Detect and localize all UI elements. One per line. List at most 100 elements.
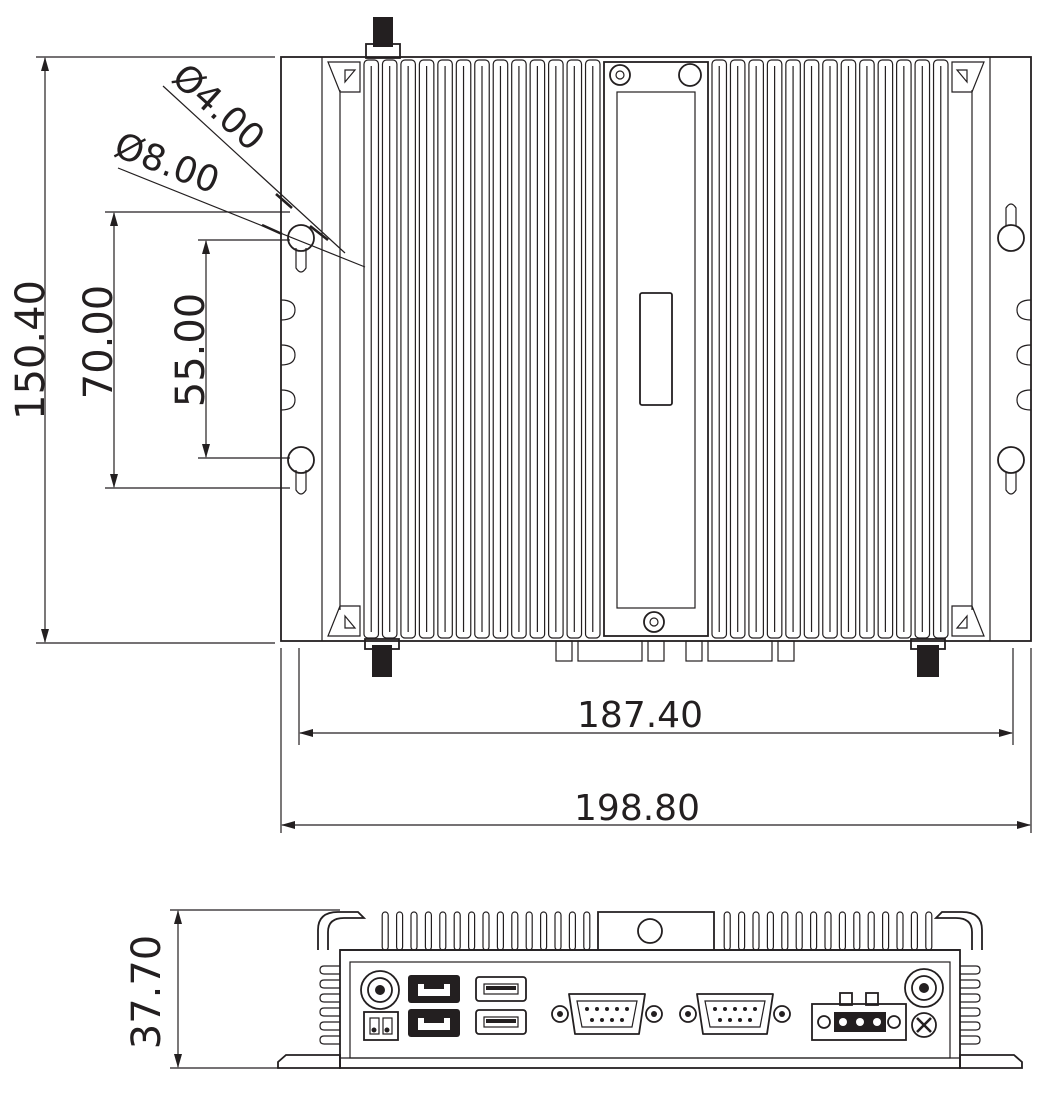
antenna-connector-top xyxy=(365,17,401,59)
usb-port-bottom-icon xyxy=(475,1009,527,1035)
front-top-fin xyxy=(824,911,832,951)
dim-width-total: 198.80 xyxy=(574,788,700,829)
front-top-fin xyxy=(781,911,789,951)
front-top-fin xyxy=(525,911,533,951)
lan-port-bottom-icon xyxy=(408,1009,460,1037)
dim-width-inner: 187.40 xyxy=(577,695,703,736)
heatsink-fin xyxy=(511,59,527,639)
lan-port-top-icon xyxy=(408,975,460,1003)
right-flange-notches xyxy=(1016,299,1032,411)
front-top-fin xyxy=(925,911,933,951)
front-top-fin xyxy=(482,911,490,951)
heatsink-fin xyxy=(363,59,380,639)
heatsink-fin xyxy=(896,59,912,639)
dim-hole-diameter-small: Ø4.00 xyxy=(164,56,272,159)
front-top-fin xyxy=(554,911,562,951)
corner-hook-right xyxy=(933,911,983,950)
screw-icon xyxy=(609,64,631,86)
heatsink-fin xyxy=(529,59,546,639)
front-fins-right xyxy=(960,965,981,1045)
front-top-fin xyxy=(381,911,389,951)
dim-height-total: 150.40 xyxy=(8,280,54,420)
front-top-fin xyxy=(867,911,875,951)
heatsink-fin xyxy=(859,59,875,639)
front-top-fin xyxy=(853,911,861,951)
com-port-2-icon xyxy=(679,993,791,1035)
front-top-fin xyxy=(737,911,746,951)
front-top-fin xyxy=(453,911,461,951)
antenna-connector-bottom-right xyxy=(910,638,946,677)
front-top-fin xyxy=(539,911,548,951)
dim-hole-diameter-large: Ø8.00 xyxy=(109,125,225,202)
antenna-connector-bottom-left xyxy=(364,638,400,677)
heatsink-fins-right xyxy=(711,59,949,639)
top-view xyxy=(280,17,1032,677)
heatsink-fin xyxy=(400,59,416,639)
power-terminal-block-icon xyxy=(811,992,907,1041)
front-top-fin xyxy=(496,911,504,951)
two-pin-connector-icon xyxy=(363,1011,399,1041)
front-top-fin xyxy=(468,911,476,951)
screw-hole-icon xyxy=(678,63,702,87)
heatsink-fin xyxy=(748,59,764,639)
left-flange-notches xyxy=(280,299,296,411)
front-top-fin xyxy=(396,911,404,951)
front-side-fin xyxy=(319,965,340,975)
front-side-fin xyxy=(960,1021,981,1031)
antenna-connector-right-icon xyxy=(904,968,944,1008)
heatsink-fin xyxy=(437,59,453,639)
front-top-fin xyxy=(896,911,904,951)
heatsink-fin xyxy=(822,59,838,639)
front-fins-left xyxy=(319,965,340,1045)
front-top-fin xyxy=(881,911,890,951)
top-view-outline xyxy=(280,56,1032,642)
com-port-stubs xyxy=(555,640,795,662)
front-side-fin xyxy=(960,965,981,975)
label-plate xyxy=(639,292,673,406)
heatsink-fin xyxy=(803,59,820,639)
heatsink-fins-left xyxy=(363,59,601,639)
front-top-fin xyxy=(410,911,418,951)
mounting-flange-left xyxy=(277,1054,341,1069)
corner-hook-left xyxy=(317,911,367,950)
front-side-fin xyxy=(319,993,340,1003)
dim-hole-spacing-inner: 55.00 xyxy=(168,293,214,408)
mounting-flange-right xyxy=(959,1054,1023,1069)
dimension-lines xyxy=(36,56,1032,1069)
heatsink-fin xyxy=(766,59,783,639)
front-fins-top xyxy=(381,911,933,951)
screw-icon xyxy=(643,611,665,633)
mounting-slot-bottom-left xyxy=(287,446,315,495)
screw-hole-icon xyxy=(637,918,663,944)
antenna-connector-left-icon xyxy=(360,970,400,1010)
front-top-fin xyxy=(723,911,731,951)
heatsink-fin xyxy=(914,59,931,639)
front-top-fin xyxy=(752,911,760,951)
front-top-fin xyxy=(439,911,447,951)
front-side-fin xyxy=(960,1035,981,1045)
heatsink-fin xyxy=(381,59,398,639)
heatsink-fin xyxy=(840,59,857,639)
mounting-slot-top-right xyxy=(997,203,1025,252)
heatsink-fin xyxy=(455,59,472,639)
front-top-fin xyxy=(795,911,803,951)
mounting-slot-bottom-right xyxy=(997,446,1025,495)
heatsink-fin xyxy=(729,59,746,639)
ground-screw-icon xyxy=(911,1012,937,1038)
dim-hole-spacing-outer: 70.00 xyxy=(76,285,122,400)
front-side-fin xyxy=(960,993,981,1003)
front-view xyxy=(277,911,1023,1069)
heatsink-fin xyxy=(711,59,728,639)
heatsink-fin xyxy=(785,59,801,639)
center-boss xyxy=(597,911,715,950)
heatsink-fin xyxy=(877,59,894,639)
corner-brackets xyxy=(327,61,985,637)
front-side-fin xyxy=(319,979,340,989)
heatsink-fin xyxy=(492,59,509,639)
heatsink-fin xyxy=(474,59,490,639)
front-top-fin xyxy=(511,911,519,951)
front-top-fin xyxy=(424,911,432,951)
front-top-fin xyxy=(568,911,577,951)
heatsink-fin xyxy=(548,59,564,639)
heatsink-fin xyxy=(584,59,601,639)
